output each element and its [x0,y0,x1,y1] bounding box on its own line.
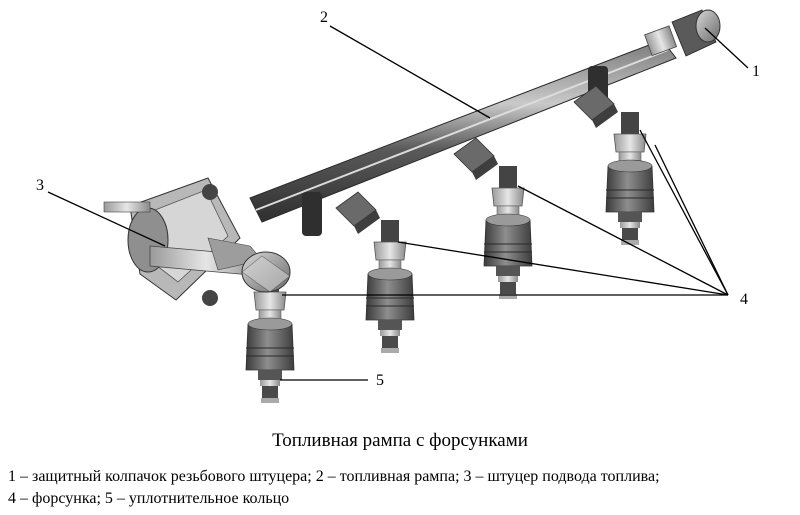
leader-lines [47,25,749,381]
callout-1: 1 [752,63,760,80]
injector-4 [605,111,655,246]
fuel-rail-illustration: 1 2 3 4 5 [36,9,760,404]
callout-5: 5 [376,372,384,389]
injector-3 [483,165,533,300]
legend-line-2: 4 – форсунка; 5 – уплотнительное кольцо [8,490,290,507]
injector-2-connector [335,191,381,235]
fitting-right [644,25,678,57]
callout-4: 4 [740,291,748,308]
figure-caption-title: Топливная рампа с форсунками [272,430,528,451]
inlet-fitting [103,177,263,306]
figure-legend: 1 – защитный колпачок резьбового штуцера… [8,466,798,510]
injector-1-cap [241,251,291,293]
injector-2 [365,219,415,354]
callout-3: 3 [36,177,44,194]
callout-2: 2 [320,9,328,26]
protective-cap [671,9,721,57]
injector-3-connector [453,137,499,181]
legend-line-1: 1 – защитный колпачок резьбового штуцера… [8,468,660,485]
